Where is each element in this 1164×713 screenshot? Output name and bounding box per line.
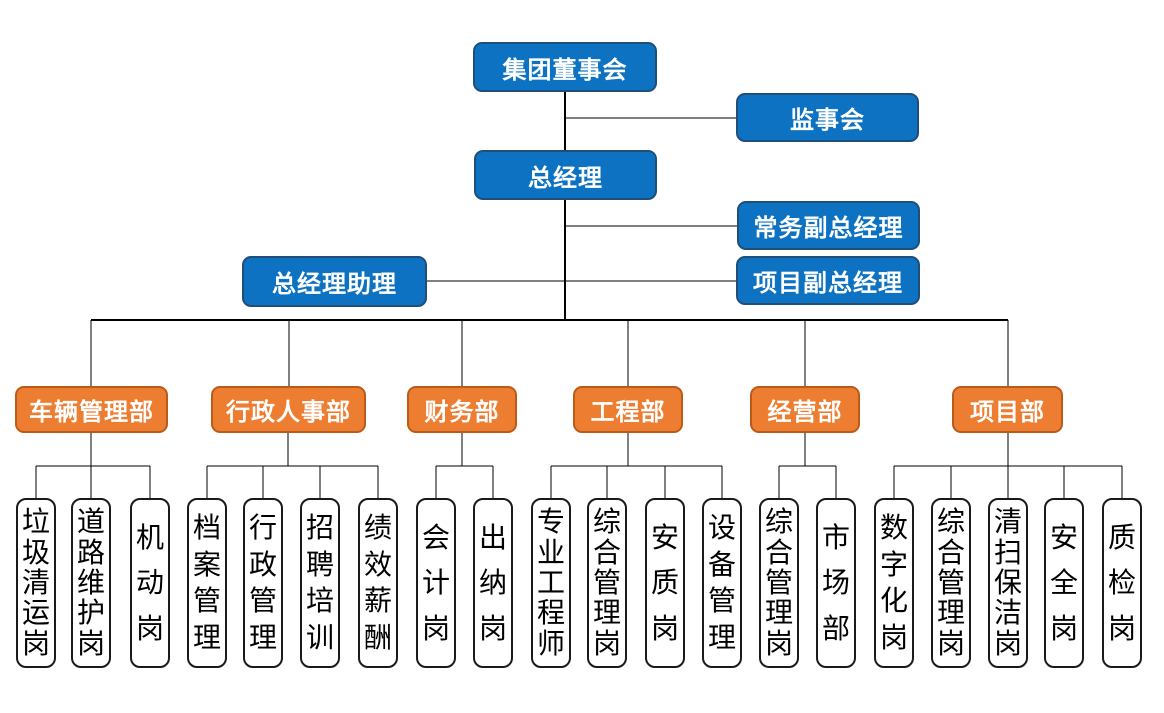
node-general-manager: 总经理 [474, 150, 657, 200]
position-node-quality-inspection: 质检岗 [1102, 498, 1142, 668]
position-node-general-mgmt-proj: 综合管理岗 [931, 498, 971, 668]
position-node-archives-mgmt: 档案管理 [187, 498, 227, 668]
position-node-market: 市场部 [816, 498, 856, 668]
dept-node-vehicle-management: 车辆管理部 [15, 386, 168, 433]
position-node-mobile: 机动岗 [130, 498, 170, 668]
position-node-safety-quality: 安质岗 [645, 498, 685, 668]
position-node-professional-engineer: 专业工程师 [531, 498, 571, 668]
position-node-general-mgmt-eng: 综合管理岗 [587, 498, 627, 668]
dept-node-admin-hr: 行政人事部 [211, 386, 366, 433]
position-node-cashier: 出纳岗 [473, 498, 513, 668]
position-node-digitalization: 数字化岗 [874, 498, 914, 668]
position-node-accounting: 会计岗 [416, 498, 456, 668]
dept-node-finance: 财务部 [407, 386, 517, 433]
position-node-performance-pay: 绩效薪酬 [358, 498, 398, 668]
node-board-of-directors: 集团董事会 [473, 42, 657, 92]
position-node-general-mgmt-ops: 综合管理岗 [759, 498, 799, 668]
position-node-recruit-training: 招聘培训 [300, 498, 340, 668]
position-node-admin-mgmt: 行政管理 [243, 498, 283, 668]
node-gm-assistant: 总经理助理 [242, 256, 427, 307]
position-node-cleaning: 清扫保洁岗 [988, 498, 1028, 668]
node-project-deputy-gm: 项目副总经理 [736, 256, 920, 305]
node-executive-deputy-gm: 常务副总经理 [737, 201, 920, 250]
position-node-equipment-mgmt: 设备管理 [702, 498, 742, 668]
position-node-safety: 安全岗 [1044, 498, 1084, 668]
dept-node-project: 项目部 [952, 386, 1063, 433]
position-node-road-maintenance: 道路维护岗 [71, 498, 111, 668]
position-node-garbage-removal: 垃圾清运岗 [16, 498, 56, 668]
node-supervisory-board: 监事会 [736, 93, 919, 142]
dept-node-engineering: 工程部 [573, 386, 683, 433]
dept-node-operations: 经营部 [750, 386, 860, 433]
